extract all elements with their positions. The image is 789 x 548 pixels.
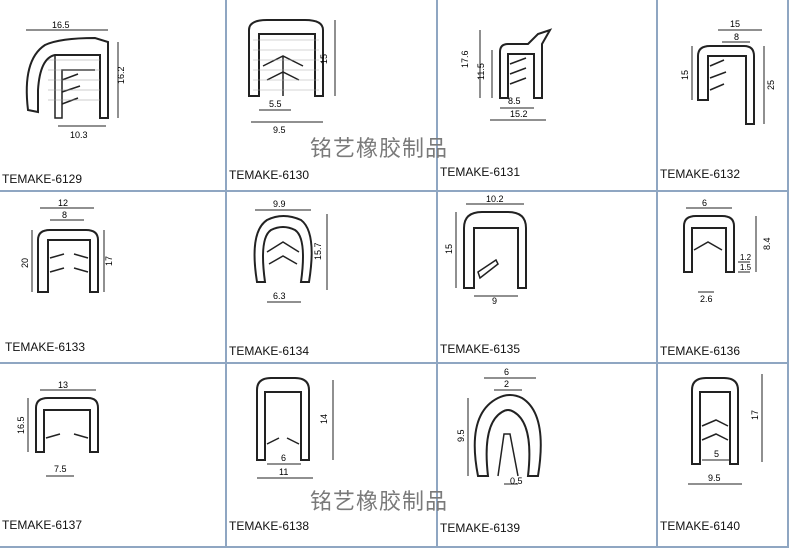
dim-label: 5.5 xyxy=(269,99,282,109)
product-cell[interactable]: 15 8 15 25 TEMAKE-6132 xyxy=(658,0,789,192)
product-code: TEMAKE-6132 xyxy=(660,167,741,181)
dim-label: 15 xyxy=(730,19,740,29)
dim-label: 2 xyxy=(504,379,509,389)
product-code: TEMAKE-6136 xyxy=(660,344,741,358)
dim-label: 9.5 xyxy=(708,473,721,483)
product-code: TEMAKE-6140 xyxy=(660,519,741,533)
dim-label: 10.2 xyxy=(486,194,504,204)
product-cell[interactable]: 6 8.4 1.2 1.5 2.6 TEMAKE-6136 xyxy=(658,192,789,364)
dim-label: 8.5 xyxy=(508,96,521,106)
dim-label: 20 xyxy=(20,258,30,268)
profile-drawing: 9.9 15.7 6.3 xyxy=(253,199,328,303)
dim-label: 11 xyxy=(279,467,288,477)
dim-label: 25 xyxy=(766,80,776,90)
profile-drawing: 6 2 9.5 0.5 xyxy=(456,367,542,486)
dim-label: 13 xyxy=(58,380,68,390)
dim-label: 0.5 xyxy=(510,476,523,486)
profile-drawing: 15 8 15 25 xyxy=(680,19,776,125)
product-cell[interactable]: 10.2 15 9 TEMAKE-6135 xyxy=(438,192,658,364)
product-cell[interactable]: 17.6 11.5 8.5 15.2 TEMAKE-6131 xyxy=(438,0,658,192)
dim-label: 2.6 xyxy=(700,294,713,304)
product-cell[interactable]: 17 5 9.5 TEMAKE-6140 xyxy=(658,364,789,548)
dim-label: 1.2 xyxy=(740,253,752,262)
dim-label: 6.3 xyxy=(273,291,286,301)
product-code: TEMAKE-6133 xyxy=(5,340,86,354)
watermark: 铭艺橡胶制品 xyxy=(310,490,449,515)
product-cell[interactable]: 15 5.5 9.5 TEMAKE-6130 xyxy=(227,0,438,192)
dim-label: 9.5 xyxy=(456,429,466,442)
profile-drawing: 14 6 11 xyxy=(256,377,334,479)
dim-label: 8 xyxy=(62,210,67,220)
product-code: TEMAKE-6135 xyxy=(440,342,521,356)
dim-label: 6 xyxy=(504,367,509,377)
dim-label: 17 xyxy=(750,410,760,420)
dim-label: 9 xyxy=(492,296,497,306)
profile-drawing: 10.2 15 9 xyxy=(444,194,527,306)
dim-label: 16.5 xyxy=(16,416,26,434)
dim-label: 11.5 xyxy=(476,63,486,80)
product-cell[interactable]: 12 8 20 17 TEMAKE-6133 xyxy=(0,192,227,364)
dim-label: 15.2 xyxy=(510,109,528,119)
product-cell[interactable]: 13 16.5 7.5 TEMAKE-6137 xyxy=(0,364,227,548)
product-code: TEMAKE-6129 xyxy=(2,172,83,186)
dim-label: 16.2 xyxy=(116,66,126,84)
dim-label: 15 xyxy=(319,54,329,64)
product-cell[interactable]: 14 6 11 TEMAKE-6138 xyxy=(227,364,438,548)
product-code: TEMAKE-6137 xyxy=(2,518,83,532)
product-code: TEMAKE-6139 xyxy=(440,521,521,535)
dim-label: 14 xyxy=(319,414,329,424)
product-cell[interactable]: 9.9 15.7 6.3 TEMAKE-6134 xyxy=(227,192,438,364)
profile-drawing: 15 5.5 9.5 xyxy=(248,19,336,135)
dim-label: 5 xyxy=(714,449,719,459)
profile-drawing: 12 8 20 17 xyxy=(20,198,114,293)
dim-label: 15 xyxy=(444,244,454,254)
profile-drawing: 6 8.4 1.2 1.5 2.6 xyxy=(683,198,772,304)
dim-label: 15.7 xyxy=(313,242,323,260)
dim-label: 17.6 xyxy=(460,50,470,68)
product-code: TEMAKE-6134 xyxy=(229,344,310,358)
profile-drawing: 16.5 16.2 10.3 xyxy=(25,20,126,140)
dim-label: 6 xyxy=(702,198,707,208)
product-code: TEMAKE-6138 xyxy=(229,519,310,533)
product-cell[interactable]: 16.5 16.2 10.3 TEMAKE-6129 xyxy=(0,0,227,192)
dim-label: 9.5 xyxy=(273,125,286,135)
product-code: TEMAKE-6130 xyxy=(229,168,310,182)
watermark: 铭艺橡胶制品 xyxy=(310,137,449,162)
product-code: TEMAKE-6131 xyxy=(440,165,521,179)
dim-label: 8.4 xyxy=(762,237,772,250)
dim-label: 9.9 xyxy=(273,199,286,209)
profile-drawing: 13 16.5 7.5 xyxy=(16,380,99,477)
product-cell[interactable]: 6 2 9.5 0.5 TEMAKE-6139 xyxy=(438,364,658,548)
dim-label: 12 xyxy=(58,198,68,208)
dim-label: 8 xyxy=(734,32,739,42)
dim-label: 17 xyxy=(104,256,114,266)
profile-drawing: 17 5 9.5 xyxy=(688,374,763,485)
dim-label: 10.3 xyxy=(70,130,88,140)
dim-label: 6 xyxy=(281,453,286,463)
dim-label: 7.5 xyxy=(54,464,67,474)
dim-label: 16.5 xyxy=(52,20,70,30)
dim-label: 1.5 xyxy=(740,263,752,272)
profile-drawing: 17.6 11.5 8.5 15.2 xyxy=(460,28,553,121)
dim-label: 15 xyxy=(680,70,690,80)
